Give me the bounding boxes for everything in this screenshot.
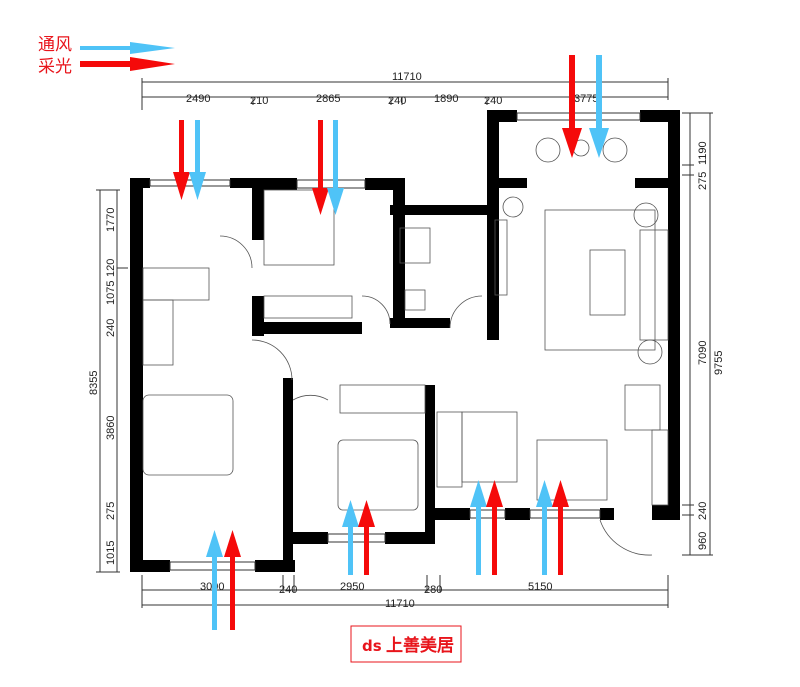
- dimension-labels: 11710 2490 210 2865 240 1890 240 3775 30…: [88, 71, 725, 610]
- dim-top: 240: [388, 95, 406, 107]
- dim-right: 275: [697, 172, 709, 190]
- legend-ventilation-arrow: [80, 42, 175, 54]
- arrow-ventilation: [327, 120, 344, 215]
- dim-top: 240: [484, 95, 502, 107]
- airflow-light-arrows: [173, 55, 609, 630]
- furniture: [142, 137, 669, 556]
- arrow-ventilation: [589, 55, 609, 158]
- dim-left-total: 8355: [88, 371, 100, 395]
- dim-left: 3860: [105, 416, 117, 440]
- dim-left: 1770: [105, 208, 117, 232]
- arrow-daylight: [562, 55, 582, 158]
- dim-top: 210: [250, 95, 268, 107]
- dim-left: 275: [105, 502, 117, 520]
- dim-bottom: 240: [279, 584, 297, 596]
- dim-left: 240: [105, 319, 117, 337]
- logo-text: 上善美居: [386, 635, 454, 656]
- dim-bottom: 2950: [340, 581, 364, 593]
- dim-right-total: 9755: [713, 351, 725, 375]
- dim-left: 120: [105, 259, 117, 277]
- brand-logo: ds 上善美居: [350, 625, 462, 663]
- arrow-daylight: [173, 120, 190, 200]
- logo-mark: ds: [362, 637, 382, 655]
- dim-right: 240: [697, 502, 709, 520]
- legend: 通风 采光: [38, 35, 175, 77]
- arrow-daylight: [224, 530, 241, 630]
- dim-right: 1190: [697, 141, 709, 165]
- arrow-daylight: [358, 500, 375, 575]
- walls: [130, 110, 680, 572]
- arrow-ventilation: [536, 480, 553, 575]
- arrow-ventilation: [206, 530, 223, 630]
- dimension-lines: [96, 78, 713, 608]
- arrow-ventilation: [189, 120, 206, 200]
- dim-bottom: 5150: [528, 581, 552, 593]
- dim-left: 1075: [105, 281, 117, 305]
- arrow-daylight: [312, 120, 329, 215]
- arrow-ventilation: [470, 480, 487, 575]
- dim-right: 7090: [697, 341, 709, 365]
- dim-right: 960: [697, 532, 709, 550]
- dim-top: 2865: [316, 93, 340, 105]
- arrow-daylight: [552, 480, 569, 575]
- legend-daylight-label: 采光: [38, 57, 72, 77]
- dim-top: 2490: [186, 93, 210, 105]
- dim-top: 1890: [434, 93, 458, 105]
- arrow-ventilation: [342, 500, 359, 575]
- dim-left: 1015: [105, 541, 117, 565]
- dim-top: 3775: [574, 93, 598, 105]
- legend-daylight-arrow: [80, 57, 175, 71]
- dim-bottom-total: 11710: [385, 598, 415, 610]
- arrow-daylight: [486, 480, 503, 575]
- dim-top-total: 11710: [392, 71, 422, 83]
- legend-ventilation-label: 通风: [38, 35, 72, 55]
- dim-bottom: 280: [424, 584, 442, 596]
